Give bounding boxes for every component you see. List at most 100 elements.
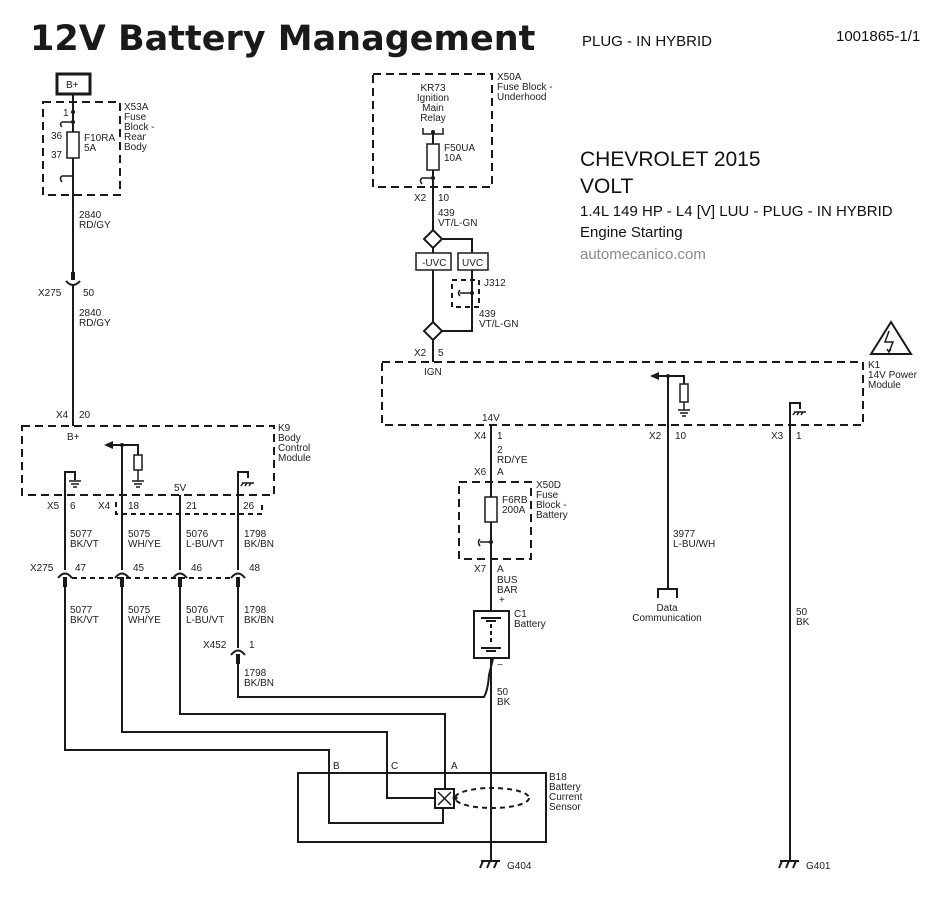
ground-g404: G404 <box>479 860 532 872</box>
k9-id: K9 <box>278 423 291 434</box>
bus-bar-1: BUS <box>497 575 518 586</box>
k9-x4-pin-20: 20 <box>79 410 91 421</box>
f10ra-rating: 5A <box>84 143 97 154</box>
wire-5077-color: BK/VT <box>70 539 99 550</box>
wire-5075-color-lower: WH/YE <box>128 615 161 626</box>
wire-5077-circuit-lower: 5077 <box>70 605 93 616</box>
x53a-pin-36: 36 <box>51 131 63 142</box>
x275-label: X275 <box>38 288 62 299</box>
x275-pin-45: 45 <box>133 563 145 574</box>
x53a-id: X53A <box>124 102 149 113</box>
c1-id: C1 <box>514 609 527 620</box>
wire-2840-circuit-2: 2840 <box>79 308 102 319</box>
b18-name-3: Sensor <box>549 802 581 813</box>
wire-1798-color-lower: BK/BN <box>244 615 274 626</box>
g404-label: G404 <box>507 861 532 872</box>
b18-pin-c: C <box>391 761 398 772</box>
k1-x2-conn: X2 <box>414 348 427 359</box>
wire-1798-x452-color: BK/BN <box>244 678 274 689</box>
wire-2840-color-2: RD/GY <box>79 318 111 329</box>
fuse-block-x50a: X50A Fuse Block - Underhood KR73 Ignitio… <box>372 72 553 188</box>
k1-14v-label: 14V <box>482 413 500 424</box>
x50d-name-2: Block - <box>536 500 567 511</box>
k9-pin-18: 18 <box>128 501 140 512</box>
k1-x4-conn: X4 <box>474 431 487 442</box>
wire-50-k1-color: BK <box>796 617 810 628</box>
k9-x5-conn: X5 <box>47 501 60 512</box>
x50d-name-1: Fuse <box>536 490 559 501</box>
wire-1798-circuit-lower: 1798 <box>244 605 267 616</box>
g401-label: G401 <box>806 861 831 872</box>
wire-50-batt-color: BK <box>497 697 511 708</box>
x50a-x2-conn: X2 <box>414 193 427 204</box>
battery-c1: C1 Battery − <box>473 609 546 671</box>
connector-x275-50: X275 50 <box>38 272 95 299</box>
data-communication-terminal <box>657 588 678 598</box>
b18-id: B18 <box>549 772 567 783</box>
x275-pin-48: 48 <box>249 563 261 574</box>
bplus-label: B+ <box>66 80 79 91</box>
k1-pin-5: 5 <box>438 348 444 359</box>
x452-pin-1: 1 <box>249 640 255 651</box>
x50a-name-1: Fuse Block - <box>497 82 553 93</box>
b18-name-2: Current <box>549 792 583 803</box>
x53a-name-1: Fuse <box>124 112 147 123</box>
f6rb-label: F6RB <box>502 495 528 506</box>
wire-5075-circuit: 5075 <box>128 529 151 540</box>
x275-pin-47: 47 <box>75 563 87 574</box>
wire-3977-circuit: 3977 <box>673 529 696 540</box>
bus-bar-2: BAR <box>497 585 518 596</box>
b18-pin-a: A <box>451 761 458 772</box>
k1-name-2: Module <box>868 380 901 391</box>
source-website: automecanico.com <box>580 246 706 263</box>
x6-conn: X6 <box>474 467 487 478</box>
x53a-pin-1: 1 <box>63 108 69 119</box>
document-id: 1001865-1/1 <box>836 28 920 45</box>
fuse-f6rb <box>484 496 498 523</box>
wire-2840-color: RD/GY <box>79 220 111 231</box>
wire-3977-color: L-BU/WH <box>673 539 715 550</box>
f50ua-rating: 10A <box>444 153 462 164</box>
x7-conn: X7 <box>474 564 487 575</box>
wire-5075-color: WH/YE <box>128 539 161 550</box>
k9-x4-conn-2: X4 <box>98 501 111 512</box>
uvc-neg-label: -UVC <box>422 258 446 269</box>
k1-x2-conn-2: X2 <box>649 431 662 442</box>
k1-id: K1 <box>868 360 881 371</box>
high-voltage-warning-icon <box>869 320 913 355</box>
wire-5076-circuit-lower: 5076 <box>186 605 209 616</box>
fuse-block-x50d: X50D Fuse Block - Battery F6RB 200A <box>458 480 568 560</box>
category-label: PLUG - IN HYBRID <box>582 33 712 50</box>
wire-1798-circuit: 1798 <box>244 529 267 540</box>
wire-2840-circuit: 2840 <box>79 210 102 221</box>
wire-439-circuit-2: 439 <box>479 309 496 320</box>
x275-pin-46: 46 <box>191 563 203 574</box>
k1-pin-x3-1: 1 <box>796 431 802 442</box>
k1-x3-conn: X3 <box>771 431 784 442</box>
x50a-pin-10: 10 <box>438 193 450 204</box>
body-control-module-k9: K9 Body Control Module B+ 5V <box>21 423 311 532</box>
f6rb-rating: 200A <box>502 505 526 516</box>
data-comm-label-1: Data <box>656 603 678 614</box>
wire-5077-circuit: 5077 <box>70 529 93 540</box>
x275-pin-50: 50 <box>83 288 95 299</box>
battery-negative: − <box>497 660 503 671</box>
bus-bar-plus: + <box>499 595 505 606</box>
k1-pin-10: 10 <box>675 431 687 442</box>
wire-5077-color-lower: BK/VT <box>70 615 99 626</box>
x452-label: X452 <box>203 640 227 651</box>
j312-label: J312 <box>484 278 506 289</box>
wire-50-k1-circuit: 50 <box>796 607 808 618</box>
kr73-name-1: Ignition <box>417 93 449 104</box>
splice-lower <box>422 320 444 342</box>
k9-bplus-label: B+ <box>67 432 80 443</box>
wire-1798-color: BK/BN <box>244 539 274 550</box>
wire-2-color: RD/YE <box>497 455 528 466</box>
wire-5075-circuit-lower: 5075 <box>128 605 151 616</box>
uvc-pos-label: UVC <box>462 258 483 269</box>
x275-row-label: X275 <box>30 563 54 574</box>
x7-pin-a: A <box>497 564 504 575</box>
wire-1798-x452-circuit: 1798 <box>244 668 267 679</box>
x50d-id: X50D <box>536 480 561 491</box>
